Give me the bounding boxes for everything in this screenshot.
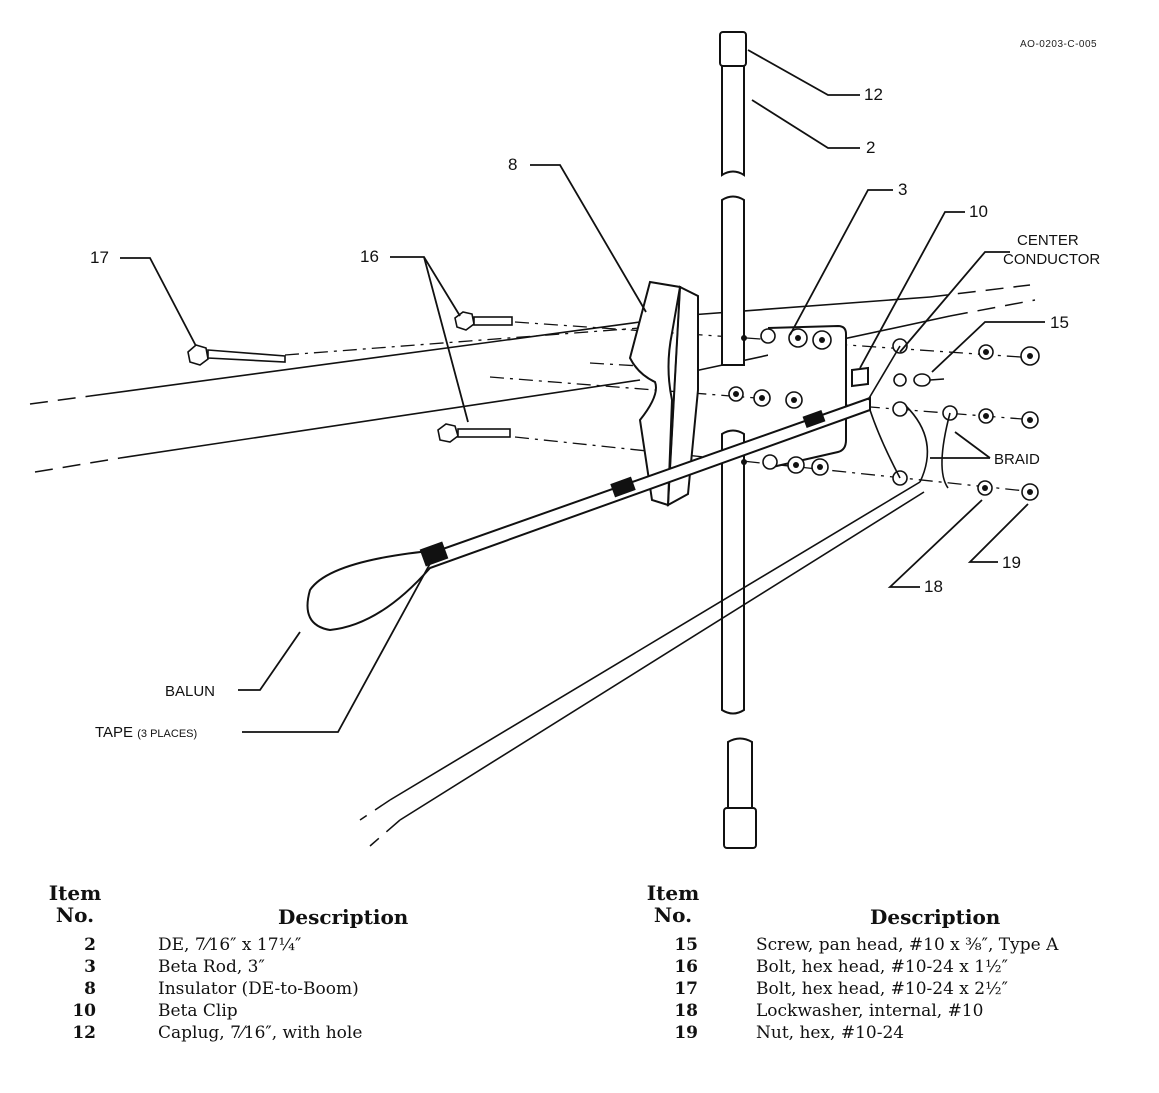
callout-balun: BALUN [165,683,215,700]
callout-18: 18 [924,577,943,596]
callout-12: 12 [864,85,883,104]
lower-cable [359,345,951,847]
bolt-16-lower [437,423,511,443]
caplug-bottom [723,807,757,849]
bolt-16-upper [454,311,513,331]
callout-3: 3 [898,180,907,199]
beta-clip [851,366,869,388]
hardware-row-2 [728,386,1039,429]
insulator [628,280,699,507]
de-rod-top-section [721,65,745,177]
de-rod-lower-section [721,429,745,715]
item-header: Item No. [48,881,102,927]
boom-lines [29,284,1036,473]
pan-head-screw [893,373,945,387]
description-header: Description [870,905,1001,929]
callout-center-1: CENTER [1017,232,1079,249]
exploded-assembly-diagram: AO-0203-C-005 [29,31,1100,849]
callout-2: 2 [866,138,875,157]
callout-19: 19 [1002,553,1021,572]
de-rod [719,31,757,849]
callout-braid: BRAID [994,451,1040,468]
callout-leaders [120,49,1045,733]
callout-tape: TAPE (3 PLACES) [95,724,197,741]
callout-labels: 12 2 8 3 10 17 16 CENTER CONDUCTOR 15 BR… [90,85,1100,741]
description-header: Description [278,905,409,929]
callout-center-2: CONDUCTOR [1003,251,1100,268]
balun-cable [306,396,871,632]
callout-10: 10 [969,202,988,221]
callout-17: 17 [90,248,109,267]
figure-ref-code: AO-0203-C-005 [1020,39,1097,50]
bolt-17 [187,344,286,366]
de-rod-bottom-section [727,737,753,811]
callout-16: 16 [360,247,379,266]
item-header: Item No. [646,881,700,927]
hardware-row-1 [760,328,1040,366]
caplug-top [719,31,747,67]
de-rod-upper-section [721,195,745,366]
callout-15: 15 [1050,313,1069,332]
parts-legend: Item No. Description 2 DE, 7⁄16″ x 17¼″ … [0,880,1159,1080]
callout-8: 8 [508,155,517,174]
